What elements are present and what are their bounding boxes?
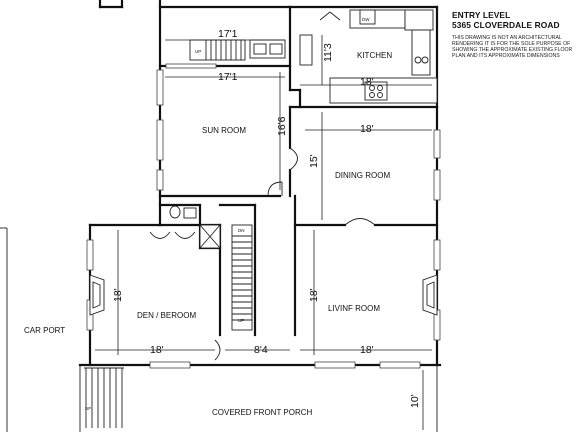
header-disclaimer: THIS DRAWING IS NOT AN ARCHITECTURAL REN…	[452, 35, 573, 60]
header-title-line1: ENTRY LEVEL	[452, 10, 511, 20]
room-label-kitchen: KITCHEN	[357, 51, 392, 60]
dim-sun-depth: 16'6	[276, 116, 288, 136]
fireplaces	[89, 274, 438, 316]
interior-walls	[79, 64, 439, 432]
dim-kitchen-width: 18'	[360, 76, 374, 88]
dim-dining-width: 18'	[360, 123, 374, 135]
stair-dn-label: DN	[238, 228, 245, 233]
header-title-line2: 5365 CLOVERDALE ROAD	[452, 20, 560, 30]
dim-den-height: 18'	[112, 288, 124, 302]
dim-sun-width: 17'1	[218, 71, 238, 83]
room-labels: KITCHEN SUN ROOM DINING ROOM DEN / BEROO…	[24, 51, 392, 417]
interior-stairs	[231, 224, 253, 331]
dimension-labels: 17'1 17'1 11'3 18' 16'6 18' 15' 18' 18' …	[112, 28, 421, 408]
room-label-dining-room: DINING ROOM	[335, 171, 390, 180]
dim-kitchen-height: 11'3	[322, 43, 334, 62]
plan-header: ENTRY LEVEL 5365 CLOVERDALE ROAD THIS DR…	[452, 10, 574, 59]
doors	[149, 147, 376, 361]
dw-label: DW	[362, 17, 370, 22]
porch-up-label: UP	[85, 406, 91, 411]
small-labels: DW DN UP UP UP	[85, 17, 370, 411]
upper-up-label: UP	[195, 49, 201, 54]
utility-fixtures	[169, 205, 221, 249]
room-label-living: LIVINF ROOM	[328, 304, 380, 313]
dim-top-width: 17'1	[218, 28, 238, 40]
windows	[86, 63, 441, 369]
dim-living-height: 18'	[308, 288, 320, 302]
stair-treads	[232, 235, 252, 321]
exterior-walls	[0, 0, 442, 432]
room-label-porch: COVERED FRONT PORCH	[212, 408, 313, 417]
room-label-car-port: CAR PORT	[24, 326, 65, 335]
dim-dining-depth: 15'	[308, 154, 320, 168]
dim-den-width: 18'	[150, 344, 164, 356]
dimension-lines	[95, 35, 432, 430]
porch-steps	[84, 367, 124, 428]
dim-hall-width: 8'4	[254, 344, 268, 356]
dim-living-width: 18'	[360, 344, 374, 356]
room-label-den: DEN / BEROOM	[137, 311, 196, 320]
room-label-sun-room: SUN ROOM	[202, 126, 246, 135]
stair-up-label: UP	[238, 318, 244, 323]
kitchen-fixtures	[249, 9, 438, 104]
upper-stair-treads	[205, 40, 242, 60]
dim-porch-depth: 10'	[409, 394, 421, 408]
